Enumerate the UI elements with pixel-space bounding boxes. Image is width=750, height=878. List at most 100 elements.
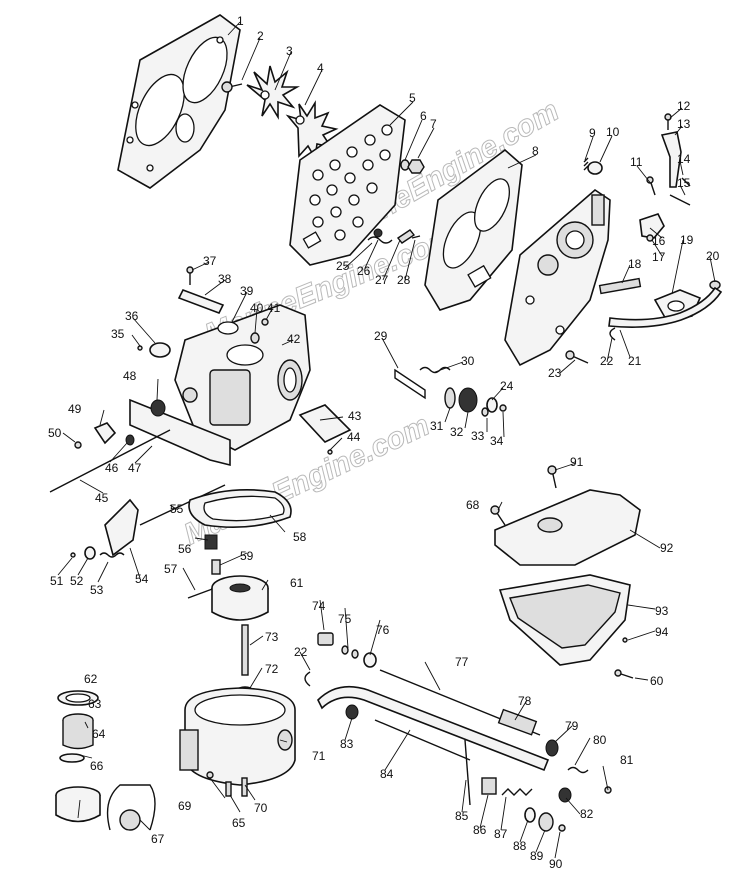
part-64-gasket — [59, 753, 85, 763]
label-72: 72 — [265, 662, 279, 676]
label-1: 1 — [237, 14, 244, 28]
part-54-throttle-arm — [104, 498, 139, 557]
label-36: 36 — [125, 309, 139, 323]
label-59: 59 — [240, 549, 254, 563]
label-91: 91 — [570, 455, 584, 469]
part-23-screw — [565, 350, 589, 364]
part-32-bushing — [458, 387, 478, 413]
label-8: 8 — [532, 144, 539, 158]
label-32: 32 — [450, 425, 464, 439]
part-39-gasket — [217, 321, 239, 335]
part-82-nut — [558, 787, 572, 803]
label-9: 9 — [589, 126, 596, 140]
label-78: 78 — [518, 694, 532, 708]
label-88: 88 — [513, 839, 527, 853]
label-43: 43 — [348, 409, 362, 423]
part-5-reed-plate — [289, 104, 406, 266]
label-26: 26 — [357, 264, 371, 278]
part-1-gasket — [117, 14, 241, 189]
label-93: 93 — [655, 604, 669, 618]
label-12: 12 — [677, 99, 691, 113]
label-21: 21 — [628, 354, 642, 368]
label-51: 51 — [50, 574, 64, 588]
part-26-check-valve — [373, 228, 383, 238]
label-83: 83 — [340, 737, 354, 751]
part-73-needle — [241, 624, 249, 676]
label-62: 62 — [84, 672, 98, 686]
part-55-choke-shaft — [139, 484, 226, 526]
part-41-screw — [261, 318, 269, 326]
label-94: 94 — [655, 625, 669, 639]
label-22-lower: 22 — [294, 645, 308, 659]
part-27-clip — [396, 229, 416, 244]
part-30-spring — [419, 366, 451, 374]
part-80-spring — [567, 766, 589, 774]
label-84: 84 — [380, 767, 394, 781]
label-23: 23 — [548, 366, 562, 380]
label-48: 48 — [123, 369, 137, 383]
label-73: 73 — [265, 630, 279, 644]
label-17: 17 — [652, 250, 666, 264]
label-69: 69 — [178, 799, 192, 813]
label-35: 35 — [111, 327, 125, 341]
label-5: 5 — [409, 91, 416, 105]
part-2-screw — [221, 81, 243, 93]
part-11-screw — [646, 176, 656, 196]
label-47: 47 — [128, 461, 142, 475]
label-87: 87 — [494, 827, 508, 841]
label-22-upper: 22 — [600, 354, 614, 368]
label-86: 86 — [473, 823, 487, 837]
label-13: 13 — [677, 117, 691, 131]
part-74-bushing — [317, 632, 334, 646]
label-40: 40 — [250, 301, 264, 315]
part-33-washer — [481, 407, 489, 417]
part-79-nut — [545, 739, 559, 757]
part-61-float — [211, 575, 269, 621]
part-43-plate — [298, 404, 352, 443]
part-31-washer — [444, 387, 456, 409]
label-57: 57 — [164, 562, 178, 576]
label-4: 4 — [317, 61, 324, 75]
part-68-screw — [490, 505, 506, 526]
label-19: 19 — [680, 233, 694, 247]
part-34-screw — [499, 404, 507, 412]
label-74: 74 — [312, 599, 326, 613]
part-29-link — [394, 368, 426, 400]
label-68: 68 — [466, 498, 480, 512]
label-39: 39 — [240, 284, 254, 298]
part-75-washer — [341, 645, 359, 659]
label-27: 27 — [375, 273, 389, 287]
leader-lines — [57, 21, 716, 859]
part-22-clip-lower — [304, 671, 311, 687]
part-48-nut — [150, 399, 166, 417]
part-22-clip-upper — [609, 327, 616, 341]
part-86-bushing — [481, 777, 497, 795]
part-47-bracket — [129, 398, 231, 467]
label-38: 38 — [218, 272, 232, 286]
label-30: 30 — [461, 354, 475, 368]
label-31: 31 — [430, 419, 444, 433]
label-28: 28 — [397, 273, 411, 287]
part-91-screw — [547, 465, 557, 489]
part-78-fitting — [497, 708, 538, 736]
label-29: 29 — [374, 329, 388, 343]
label-55: 55 — [170, 502, 184, 516]
label-82: 82 — [580, 807, 594, 821]
label-3: 3 — [286, 44, 293, 58]
part-87-spring — [501, 788, 533, 796]
part-16-bracket — [639, 213, 665, 239]
part-57-float-pin — [187, 587, 216, 599]
label-45: 45 — [95, 491, 109, 505]
fuel-line — [317, 685, 550, 772]
part-7-nut — [407, 159, 425, 174]
label-41: 41 — [267, 301, 281, 315]
label-81: 81 — [620, 753, 634, 767]
label-10: 10 — [606, 125, 620, 139]
part-62-gasket — [57, 690, 99, 706]
label-70: 70 — [254, 801, 268, 815]
part-66-sediment-bowl — [55, 786, 101, 823]
label-80: 80 — [593, 733, 607, 747]
label-71: 71 — [312, 749, 326, 763]
part-44-screw — [327, 449, 333, 455]
label-77: 77 — [455, 655, 469, 669]
